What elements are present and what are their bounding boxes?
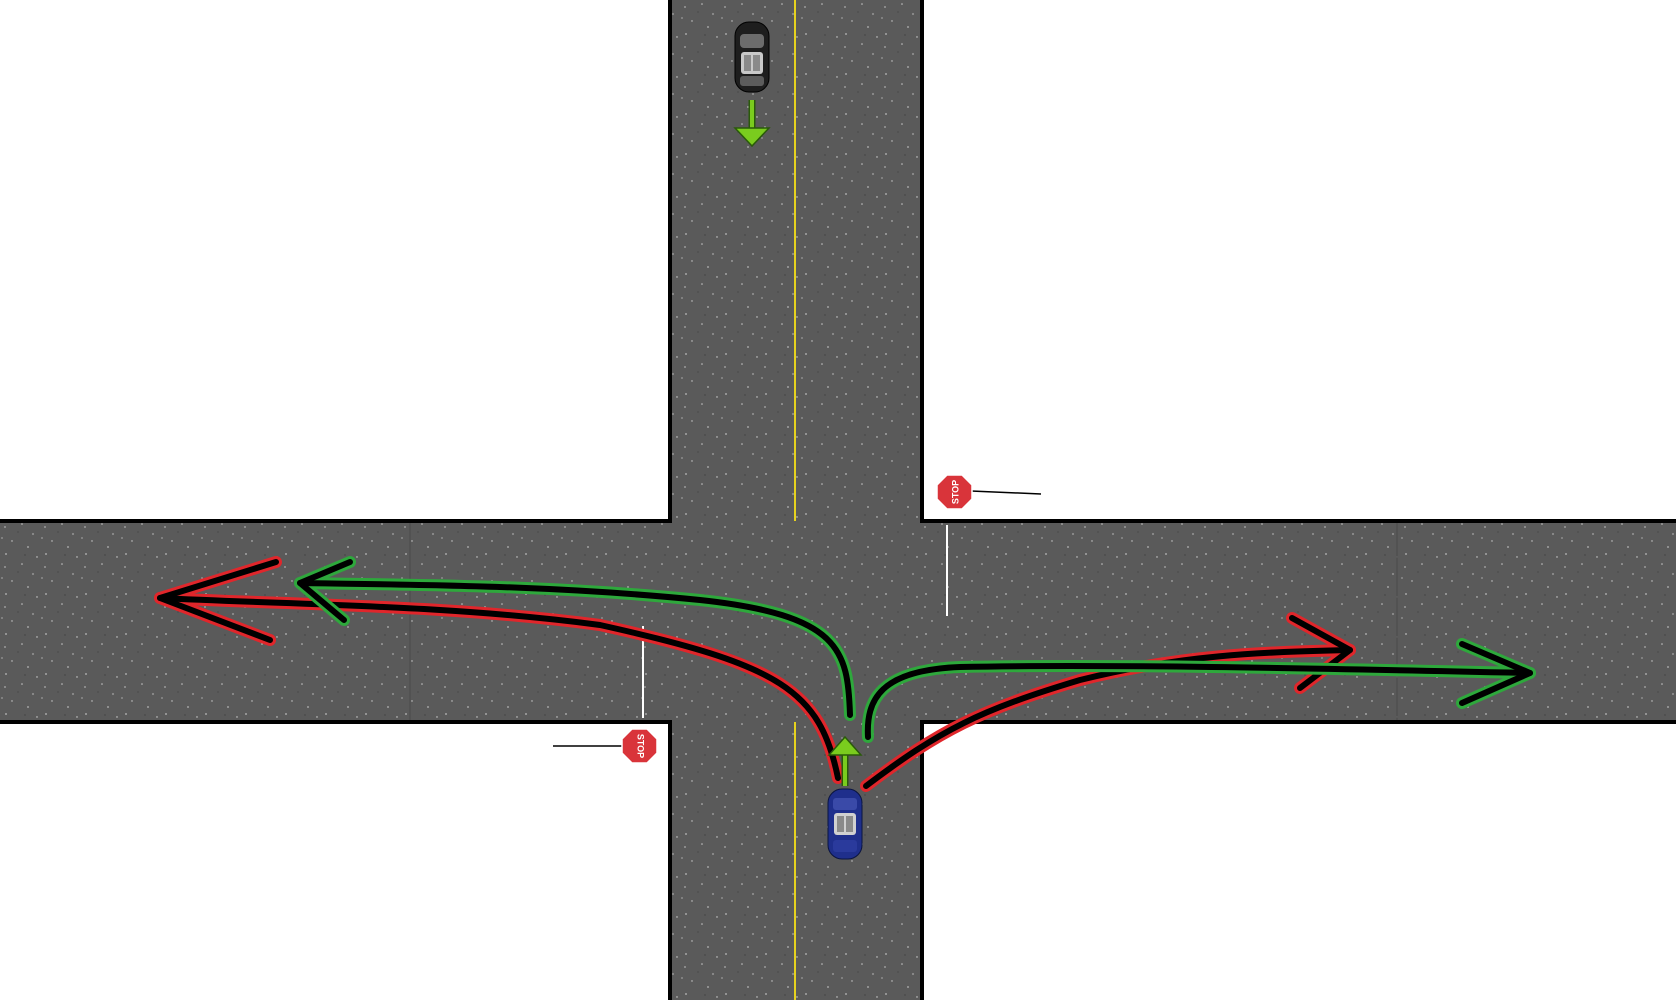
- blue-car: [827, 788, 863, 860]
- turn-paths: [154, 556, 1536, 792]
- left-turn-green-path: [294, 556, 856, 721]
- blue-car-direction-arrow-icon: [827, 735, 863, 786]
- stop-sign-octagon: [936, 474, 973, 510]
- stop-sign-octagon: [621, 728, 658, 764]
- horizontal-road: [0, 521, 1676, 722]
- black-car-direction-arrow-icon: [733, 100, 771, 148]
- left-turn-red-path: [154, 556, 844, 784]
- stop-sign-northeast: STOP: [936, 474, 1042, 510]
- stop-sign-label: STOP: [950, 480, 960, 504]
- stop-sign-label: STOP: [636, 734, 646, 758]
- right-turn-red-path: [860, 612, 1356, 792]
- stop-sign-southwest: STOP: [553, 728, 658, 764]
- black-car: [734, 21, 770, 93]
- right-turn-green-path: [861, 638, 1536, 743]
